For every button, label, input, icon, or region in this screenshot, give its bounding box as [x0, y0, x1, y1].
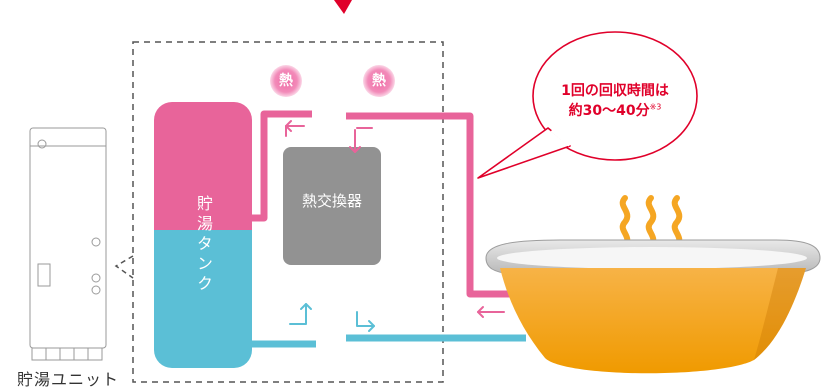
tank-label: 貯湯タンク — [194, 195, 213, 295]
heat-bubble-1 — [270, 65, 302, 97]
callout-footnote: ※3 — [649, 102, 662, 112]
zoom-frame — [132, 41, 444, 383]
storage-unit-illustration — [29, 127, 107, 361]
tank-hot-pipe — [252, 110, 312, 222]
bath-hot-pipe — [346, 112, 520, 298]
heat-exchanger-label: 熱交換器 — [301, 192, 362, 210]
top-pointer — [334, 0, 352, 14]
flow-arrows — [285, 120, 505, 332]
storage-unit-label: 貯湯ユニット — [16, 370, 119, 389]
steam-icon — [619, 195, 683, 249]
storage-tank — [154, 102, 252, 368]
heat-label-1: 熱 — [279, 73, 293, 89]
heat-bubble-2 — [363, 65, 395, 97]
heat-exchanger — [283, 147, 381, 265]
recovery-time-callout — [477, 31, 698, 179]
callout-line-2: 約30〜40分※3 — [540, 100, 690, 120]
zoom-connector — [114, 255, 134, 279]
callout-line-1: 1回の回収時間は — [561, 83, 669, 99]
heat-label-2: 熱 — [372, 73, 386, 89]
callout-time: 約30〜40分 — [568, 103, 650, 119]
bathtub — [485, 239, 821, 374]
